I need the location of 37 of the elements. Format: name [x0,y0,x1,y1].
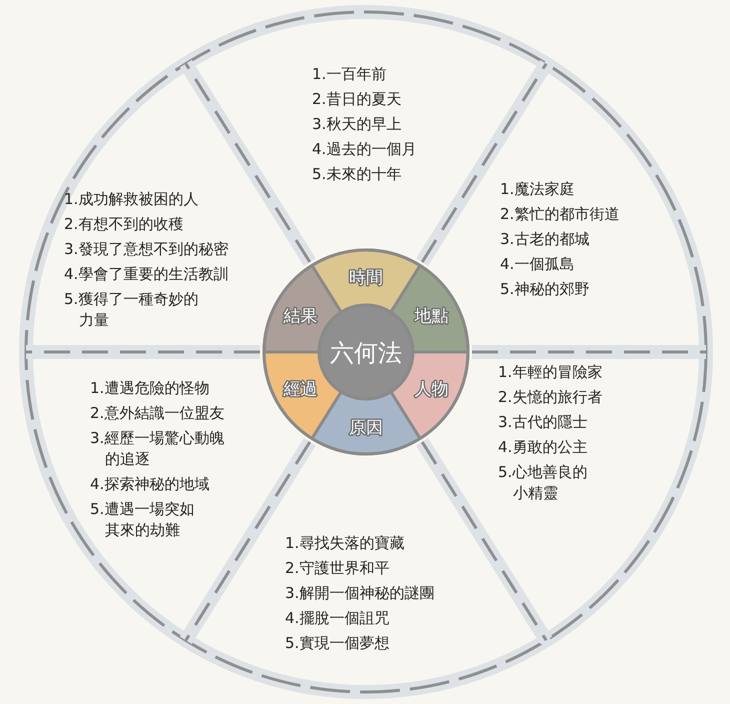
list-item: 2.守護世界和平 [285,558,390,579]
category-label: 地點 [414,306,449,327]
category-label: 時間 [349,268,383,288]
list-item: 1.遭遇危險的怪物 [90,378,210,399]
list-item: 5.遭遇一場突如其來的劫難 [90,499,196,541]
list-item: 5.未來的十年 [312,164,402,185]
category-label: 人物 [414,379,449,400]
list-item: 1.一百年前 [312,64,386,85]
list-item: 2.繁忙的都市街道 [500,204,620,225]
list-item: 5.神秘的郊野 [500,279,590,300]
list-item: 3.古老的都城 [500,229,590,250]
list-item: 4.擺脫一個詛咒 [285,608,390,629]
list-item: 4.勇敢的公主 [498,437,588,458]
list-item: 4.學會了重要的生活教訓 [64,264,228,285]
list-item: 4.探索神秘的地域 [90,474,210,495]
category-label: 經過 [283,379,318,400]
list-item: 2.意外結識一位盟友 [90,403,224,424]
list-item: 3.解開一個神秘的謎團 [285,583,434,604]
list-item: 5.獲得了一種奇妙的力量 [64,289,200,331]
list-item: 3.經歷一場驚心動魄的追逐 [90,428,226,470]
list-item: 3.秋天的早上 [312,114,402,135]
list-item: 4.過去的一個月 [312,139,416,160]
center-label: 六何法 [330,339,402,367]
list-item: 4.一個孤島 [500,254,574,275]
list-item: 5.實現一個夢想 [285,633,390,654]
list-item: 5.心地善良的小精靈 [498,462,588,504]
list-item: 1.尋找失落的寶藏 [285,533,404,554]
list-item: 2.失憶的旅行者 [498,387,602,408]
list-item: 3.古代的隱士 [498,412,588,433]
list-item: 3.發現了意想不到的秘密 [64,239,228,260]
list-item: 1.魔法家庭 [500,179,574,200]
list-item: 2.有想不到的收穫 [64,214,184,235]
category-label: 原因 [349,418,383,438]
list-item: 2.昔日的夏天 [312,89,402,110]
list-item: 1.成功解救被困的人 [64,189,198,210]
list-item: 1.年輕的冒險家 [498,362,602,383]
category-label: 結果 [283,306,318,327]
